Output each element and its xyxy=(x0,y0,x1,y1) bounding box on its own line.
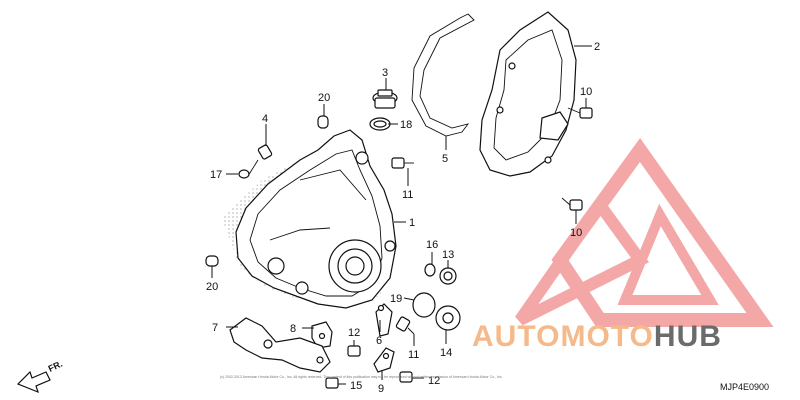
oil-filler-cap xyxy=(372,89,398,109)
dowel-pin-20b xyxy=(205,255,219,267)
clamp-6 xyxy=(375,303,393,337)
callout-5: 5 xyxy=(442,153,448,165)
washer-16 xyxy=(424,263,436,277)
callout-16: 16 xyxy=(426,239,438,251)
callout-1: 1 xyxy=(409,217,415,229)
sprocket-cover xyxy=(479,11,577,177)
washer-17 xyxy=(238,169,250,179)
dowel-pin-20a xyxy=(317,115,329,129)
bolt-12a xyxy=(347,345,361,357)
bolt-15 xyxy=(325,377,339,389)
callout-14: 14 xyxy=(440,347,452,359)
watermark-brand-part2: HUB xyxy=(654,320,722,353)
front-direction-arrow: FR. xyxy=(16,359,64,394)
bracket-8 xyxy=(311,321,333,349)
callout-17: 17 xyxy=(210,169,222,181)
watermark-logo xyxy=(515,137,774,327)
watermark-brand: AUTOMOTOHUB xyxy=(472,320,722,353)
crankcase-cover xyxy=(235,129,397,309)
bolt-11b xyxy=(395,316,415,335)
callout-10a: 10 xyxy=(580,86,592,98)
copyright-text: (c) 2002-2013 American Honda Motor Co., … xyxy=(220,375,503,379)
o-ring-18 xyxy=(369,117,391,131)
bolt-11a xyxy=(391,157,414,169)
o-ring-19 xyxy=(412,292,436,318)
diagram-code: MJP4E0900 xyxy=(720,382,769,392)
clamp-9 xyxy=(373,347,395,373)
seal-13 xyxy=(439,267,457,285)
callout-20a: 20 xyxy=(318,92,330,104)
callout-15: 15 xyxy=(350,380,362,392)
leader-lines xyxy=(211,45,592,385)
callout-12b: 12 xyxy=(428,375,440,387)
bolt-10b xyxy=(561,197,583,211)
callout-20b: 20 xyxy=(206,281,218,293)
callout-9: 9 xyxy=(378,383,384,395)
callout-12a: 12 xyxy=(348,327,360,339)
direction-label: FR. xyxy=(47,359,64,374)
callout-11a: 11 xyxy=(402,189,413,201)
svg-text:AUTOMOTOHUB: AUTOMOTOHUB xyxy=(472,320,722,353)
callout-7: 7 xyxy=(212,322,218,334)
callout-13: 13 xyxy=(442,249,454,261)
cap-14 xyxy=(435,305,461,331)
callout-2: 2 xyxy=(594,41,600,53)
callout-19: 19 xyxy=(390,293,402,305)
callout-3: 3 xyxy=(382,67,388,79)
bolt-4 xyxy=(247,144,273,177)
callout-10b: 10 xyxy=(570,227,582,239)
callout-8: 8 xyxy=(290,323,296,335)
wire-guide xyxy=(411,13,475,137)
callout-numbers: 1 2 3 4 5 6 7 8 9 10 10 11 11 12 12 13 1… xyxy=(206,41,600,395)
watermark-brand-part1: AUTOMOTO xyxy=(472,320,654,353)
callout-6: 6 xyxy=(376,335,382,347)
callout-18: 18 xyxy=(400,119,412,131)
callout-11b: 11 xyxy=(408,349,419,361)
callout-4: 4 xyxy=(262,113,268,125)
bolt-12b xyxy=(399,371,413,383)
cover-plate-7 xyxy=(229,317,331,373)
bolt-10a xyxy=(567,107,593,119)
